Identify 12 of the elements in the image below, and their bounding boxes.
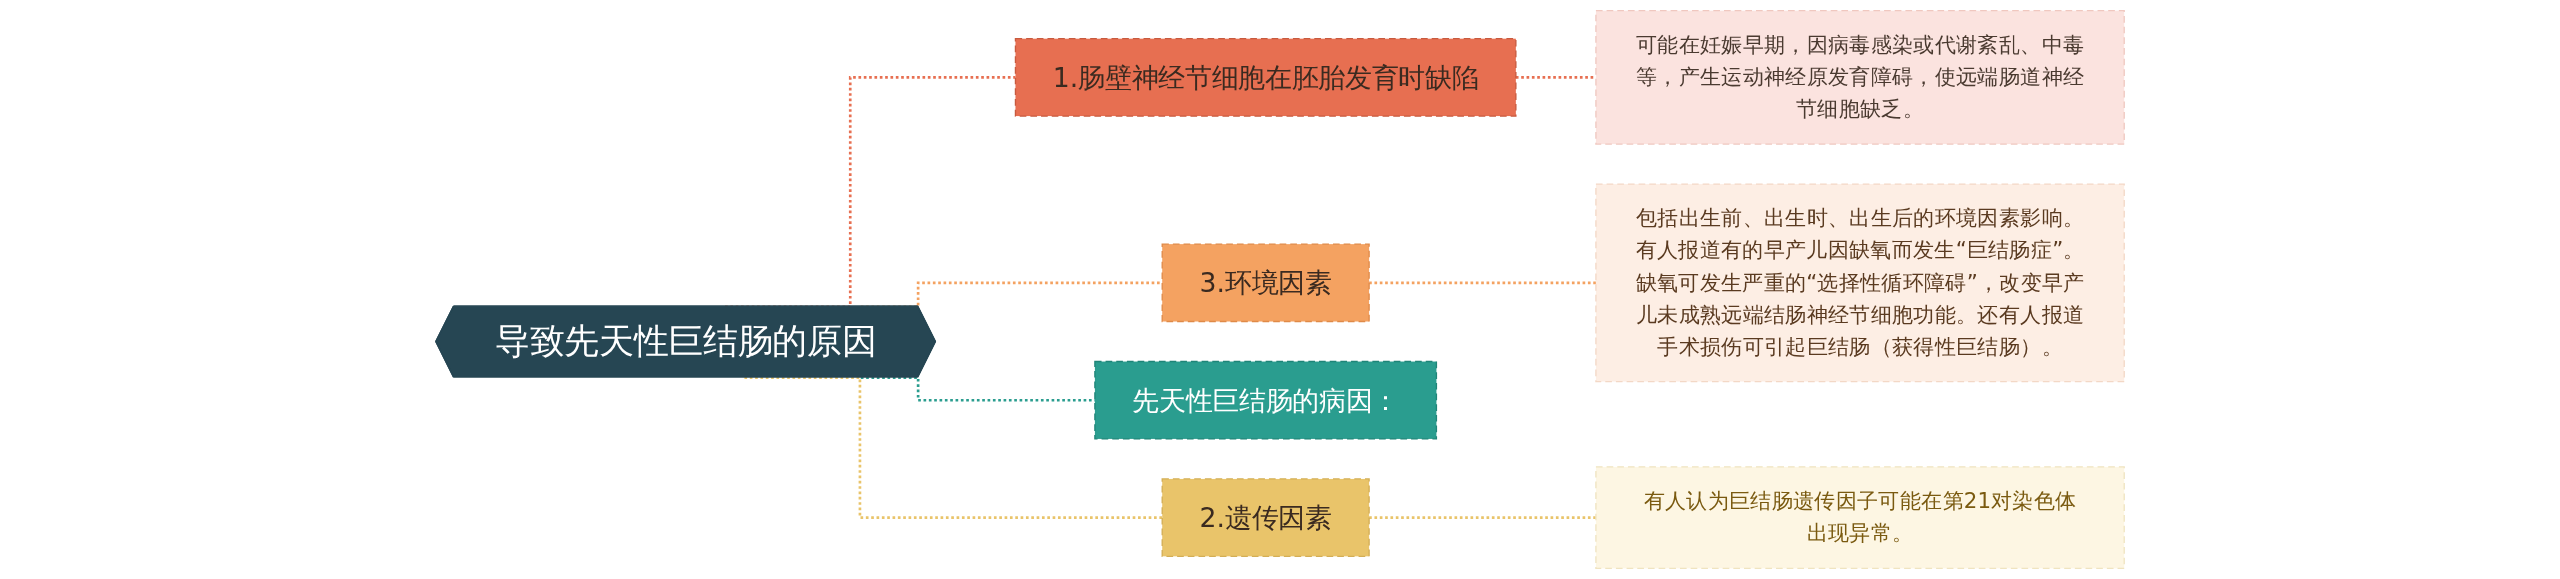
connector — [744, 376, 1163, 519]
connector — [1369, 516, 1596, 519]
node-box: 包括出生前、出生时、出生后的环境因素影响。有人报道有的早产儿因缺氧而发生“巨结肠症”。缺氧可发生严重的“选择性循环障碍”，改变早产儿未成熟远端结肠神经节细胞功能。还有人报道手术损伤可引起巨结肠（获得性巨结肠）。 — [1595, 183, 2125, 383]
node-box: 先天性巨结肠的病因： — [1094, 360, 1438, 440]
node-box: 可能在妊娠早期，因病毒感染或代谢紊乱、中毒等，产生运动神经原发育障碍，使远端肠道神经节细胞缺乏。 — [1595, 10, 2125, 145]
connector — [1369, 281, 1596, 285]
node-box: 有人认为巨结肠遗传因子可能在第21对染色体出现异常。 — [1595, 466, 2125, 569]
node-box: 1.肠壁神经节细胞在胚胎发育时缺陷 — [1014, 38, 1517, 117]
node-box: 2.遗传因素 — [1161, 478, 1370, 557]
connector — [860, 376, 1095, 402]
connector — [1515, 76, 1596, 79]
node-box: 3.环境因素 — [1161, 243, 1370, 323]
